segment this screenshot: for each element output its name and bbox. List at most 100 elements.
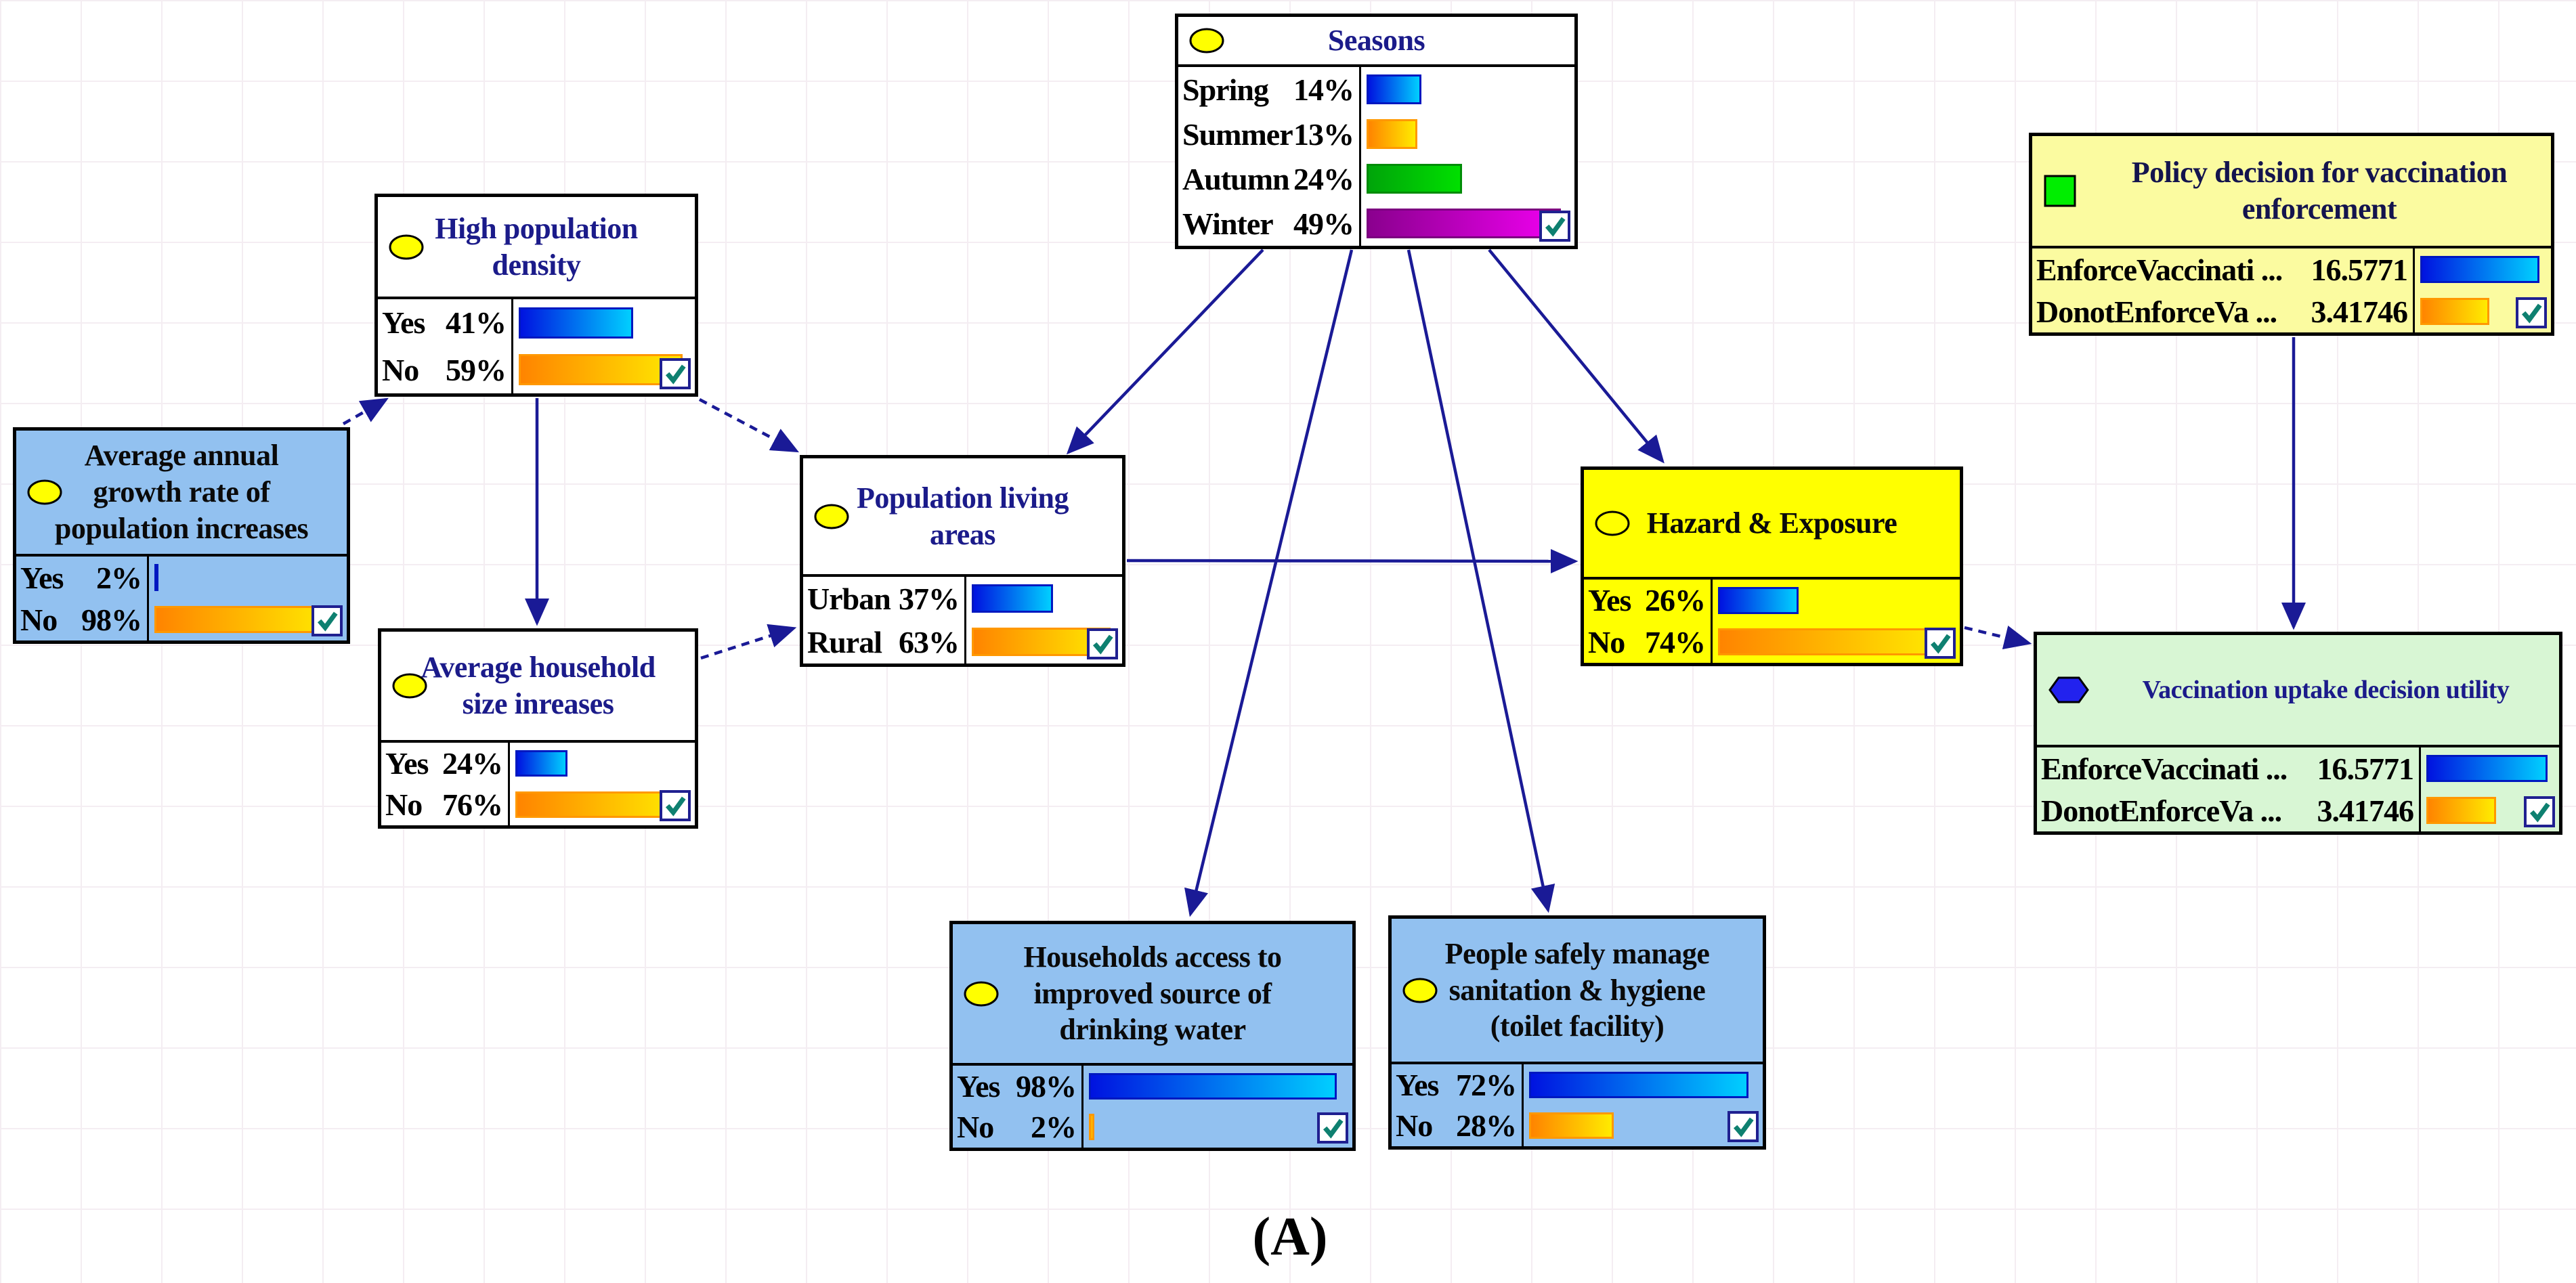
belief-bar xyxy=(972,584,1053,613)
chance-node-ellipse-icon xyxy=(814,503,849,530)
belief-bar xyxy=(1529,1071,1748,1098)
decision-node-square-icon xyxy=(2043,174,2077,208)
chance-node-ellipse-icon xyxy=(389,234,424,261)
chance-node-ellipse-icon xyxy=(1595,510,1630,537)
evidence-checkbox[interactable] xyxy=(2524,796,2555,827)
state-label: EnforceVaccinati ... xyxy=(2036,252,2283,287)
evidence-checkbox[interactable] xyxy=(1087,628,1118,659)
node-title: Households access to improved source of … xyxy=(1023,940,1282,1047)
state-label: No xyxy=(20,602,58,637)
node-policy-decision-vaccination[interactable]: Policy decision for vaccination enforcem… xyxy=(2029,133,2554,336)
state-label: Winter xyxy=(1182,206,1274,241)
state-row-no[interactable]: No 2% xyxy=(953,1106,1352,1148)
state-value: 2% xyxy=(96,560,142,595)
node-title: Seasons xyxy=(1327,24,1425,58)
state-value: 41% xyxy=(446,305,507,341)
node-title: Vaccination uptake decision utility xyxy=(2142,675,2510,704)
state-value: 13% xyxy=(1293,116,1354,152)
state-value: 24% xyxy=(442,746,503,781)
state-label: DonotEnforceVa ... xyxy=(2041,793,2282,828)
edge-average-household-size-to-population-living-areas xyxy=(700,624,797,660)
node-title: Policy decision for vaccination enforcem… xyxy=(2131,156,2508,225)
node-people-sanitation-hygiene[interactable]: People safely manage sanitation & hygien… xyxy=(1388,915,1766,1150)
evidence-checkbox[interactable] xyxy=(660,790,691,821)
edge-hazard-exposure-to-vaccination-uptake-utility xyxy=(1964,626,2032,650)
belief-bar xyxy=(154,563,158,592)
state-row-no[interactable]: No 98% xyxy=(16,599,347,640)
edge-seasons-to-hazard-exposure xyxy=(1488,248,1665,464)
state-row-rural[interactable]: Rural 63% xyxy=(803,620,1122,664)
belief-bar xyxy=(2426,796,2497,825)
evidence-checkbox[interactable] xyxy=(1727,1111,1759,1142)
evidence-checkbox[interactable] xyxy=(1539,211,1570,242)
state-value: 2% xyxy=(1031,1110,1077,1145)
state-label: Yes xyxy=(20,560,64,595)
state-label: Rural xyxy=(807,624,882,659)
node-average-annual-growth-rate[interactable]: Average annual growth rate of population… xyxy=(13,427,350,644)
evidence-checkbox[interactable] xyxy=(2516,297,2547,328)
state-row-enforcevaccinati[interactable]: EnforceVaccinati ...16.5771 xyxy=(2032,248,2551,290)
node-vaccination-uptake-utility[interactable]: Vaccination uptake decision utility Enfo… xyxy=(2034,632,2562,835)
state-row-yes[interactable]: Yes 2% xyxy=(16,557,347,599)
evidence-checkbox[interactable] xyxy=(660,358,691,389)
state-value: 63% xyxy=(899,624,960,659)
state-label: Yes xyxy=(1396,1067,1439,1102)
state-label: Urban xyxy=(807,581,891,616)
evidence-checkbox[interactable] xyxy=(1925,628,1956,659)
edge-high-population-density-to-population-living-areas xyxy=(698,398,799,453)
state-value: 98% xyxy=(1016,1068,1077,1104)
belief-bar xyxy=(1529,1112,1614,1139)
state-row-enforcevaccinati[interactable]: EnforceVaccinati ...16.5771 xyxy=(2037,747,2559,789)
node-title: Hazard & Exposure xyxy=(1646,506,1897,540)
state-value: 98% xyxy=(81,602,142,637)
node-title: High population density xyxy=(435,211,638,282)
state-label: DonotEnforceVa ... xyxy=(2036,294,2277,329)
node-households-drinking-water[interactable]: Households access to improved source of … xyxy=(949,921,1356,1151)
node-title: Average household size inreases xyxy=(421,651,656,720)
state-row-donotenforceva[interactable]: DonotEnforceVa ... 3.41746 xyxy=(2032,290,2551,332)
state-label: Yes xyxy=(1588,583,1631,618)
edge-seasons-to-people-sanitation-hygiene xyxy=(1407,249,1555,913)
chance-node-ellipse-icon xyxy=(1189,27,1224,54)
state-row-donotenforceva[interactable]: DonotEnforceVa ...3.41746 xyxy=(2037,789,2559,831)
edge-average-annual-growth-rate-to-high-population-density xyxy=(342,397,389,425)
belief-bar xyxy=(2426,754,2548,783)
state-row-yes[interactable]: Yes 72% xyxy=(1392,1064,1763,1106)
belief-bar xyxy=(154,605,334,634)
state-label: No xyxy=(1396,1108,1433,1144)
utility-node-hexagon-icon xyxy=(2048,675,2090,705)
state-label: No xyxy=(1588,624,1625,659)
belief-bar xyxy=(1089,1114,1094,1141)
edge-seasons-to-households-drinking-water xyxy=(1184,249,1354,917)
evidence-checkbox[interactable] xyxy=(1317,1112,1348,1144)
state-value: 3.41746 xyxy=(2311,294,2408,329)
state-label: No xyxy=(382,352,419,387)
belief-bar xyxy=(519,354,683,386)
state-value: 72% xyxy=(1456,1067,1517,1102)
state-label: No xyxy=(957,1110,994,1145)
evidence-checkbox[interactable] xyxy=(312,605,343,636)
